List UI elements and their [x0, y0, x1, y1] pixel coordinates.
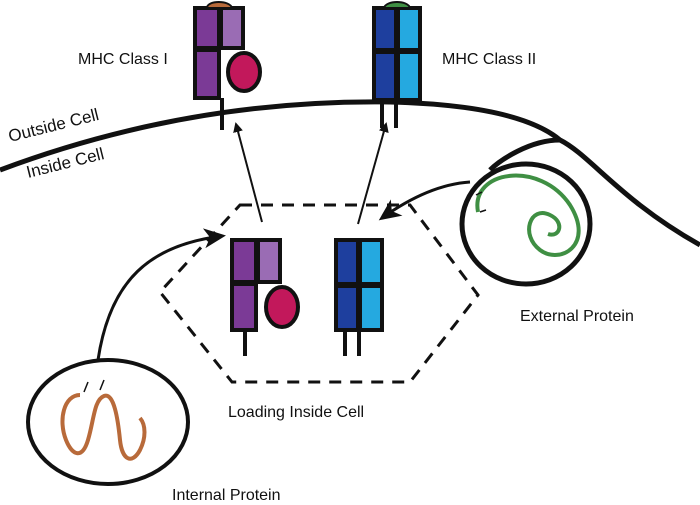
- arrow-mhc2-to-surface: [357, 122, 389, 225]
- mhc-class-2-surface: [372, 1, 422, 128]
- internal-protein-vesicle: [26, 358, 190, 486]
- loading-compartment: [158, 203, 480, 384]
- external-protein: [475, 173, 581, 257]
- internal-protein: [60, 393, 147, 461]
- internal-protein-label: Internal Protein: [172, 487, 281, 504]
- mhc-class-1-loading: [230, 238, 300, 356]
- external-protein-vesicle: [459, 161, 593, 287]
- mhc-class-2-label: MHC Class II: [442, 51, 536, 68]
- mhc-class-1-surface: [193, 1, 262, 130]
- external-protein-label: External Protein: [520, 308, 634, 325]
- mhc-class-2-loading: [334, 238, 384, 356]
- loading-label: Loading Inside Cell: [228, 404, 364, 421]
- arrow-mhc1-to-surface: [233, 122, 263, 223]
- membrane-fold: [488, 137, 561, 172]
- arrow-internal-to-loading: [96, 228, 226, 361]
- arrow-external-to-loading: [378, 180, 471, 221]
- cell-membrane: [0, 99, 700, 248]
- mhc-class-1-label: MHC Class I: [78, 51, 168, 68]
